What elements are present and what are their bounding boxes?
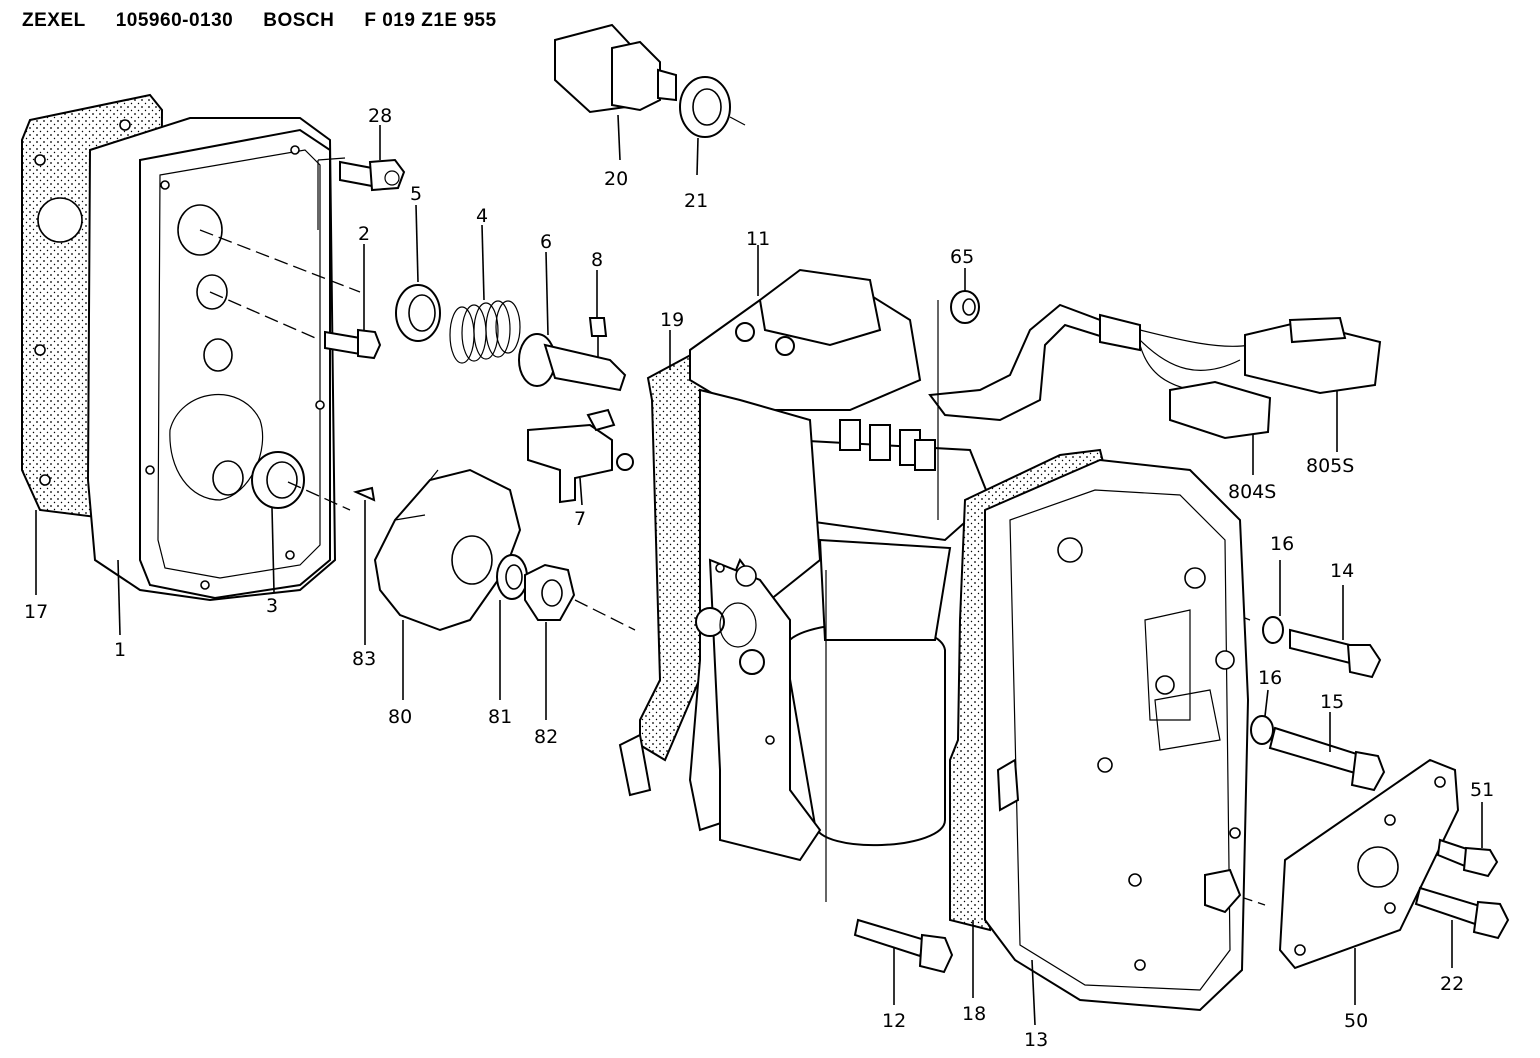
- callout-22: 22: [1440, 973, 1464, 995]
- callout-6: 6: [540, 231, 552, 253]
- callout-3: 3: [266, 595, 278, 617]
- cover-13: [984, 458, 1250, 1012]
- callout-15: 15: [1320, 691, 1344, 713]
- washer-21: [679, 76, 731, 138]
- callout-20: 20: [604, 168, 628, 190]
- callout-83: 83: [352, 648, 376, 670]
- callout-18: 18: [962, 1003, 986, 1025]
- connector-804s: [1169, 380, 1272, 440]
- bolt-28: [339, 158, 406, 192]
- bolt-15: [1268, 726, 1386, 792]
- callout-80: 80: [388, 706, 412, 728]
- bolt-22: [1414, 886, 1510, 940]
- header-zexel-number: 105960-0130: [115, 10, 234, 31]
- rotor-80: [373, 468, 522, 632]
- header-bosch-number: F 019 Z1E 955: [364, 10, 497, 31]
- callout-81: 81: [488, 706, 512, 728]
- bolt-12: [853, 918, 954, 974]
- nut-82: [524, 563, 576, 621]
- switch-7: [527, 408, 634, 504]
- actuator-11: [618, 268, 992, 862]
- spring-4: [449, 300, 521, 364]
- callout-17: 17: [24, 601, 48, 623]
- screw-8: [588, 317, 608, 358]
- callout-5: 5: [410, 183, 422, 205]
- bolt-51: [1436, 838, 1499, 878]
- callout-50: 50: [1344, 1010, 1368, 1032]
- callout-13: 13: [1024, 1029, 1048, 1051]
- ring-5: [395, 284, 441, 342]
- sensor-20: [554, 23, 677, 114]
- callout-16-upper: 16: [1270, 533, 1294, 555]
- bolt-14: [1289, 628, 1382, 679]
- callout-65: 65: [950, 246, 974, 268]
- callout-12: 12: [882, 1010, 906, 1032]
- callout-8: 8: [591, 249, 603, 271]
- callout-804s: 804S: [1228, 481, 1276, 503]
- callout-4: 4: [476, 205, 488, 227]
- connector-805s: [1244, 316, 1382, 395]
- callout-51: 51: [1470, 779, 1494, 801]
- washer-16-upper: [1262, 616, 1284, 644]
- header-maker: BOSCH: [263, 10, 335, 31]
- callout-7: 7: [574, 508, 586, 530]
- callout-11: 11: [746, 228, 770, 250]
- washer-81: [496, 554, 528, 600]
- key-83: [352, 486, 376, 502]
- callout-1: 1: [114, 639, 126, 661]
- drawing-header: ZEXEL 105960-0130 BOSCH F 019 Z1E 955: [22, 10, 527, 32]
- callout-16-lower: 16: [1258, 667, 1282, 689]
- callout-19: 19: [660, 309, 684, 331]
- plate-50: [1278, 758, 1460, 970]
- callout-21: 21: [684, 190, 708, 212]
- callout-2: 2: [358, 223, 370, 245]
- ring-65: [950, 290, 980, 324]
- callout-805s: 805S: [1306, 455, 1354, 477]
- washer-16-lower: [1250, 715, 1274, 745]
- housing-1: [86, 117, 337, 602]
- header-brand: ZEXEL: [22, 10, 86, 31]
- callout-82: 82: [534, 726, 558, 748]
- callout-14: 14: [1330, 560, 1354, 582]
- bolt-2: [324, 328, 382, 360]
- callout-28: 28: [368, 105, 392, 127]
- seal-3: [251, 451, 305, 509]
- cap-6: [518, 333, 627, 392]
